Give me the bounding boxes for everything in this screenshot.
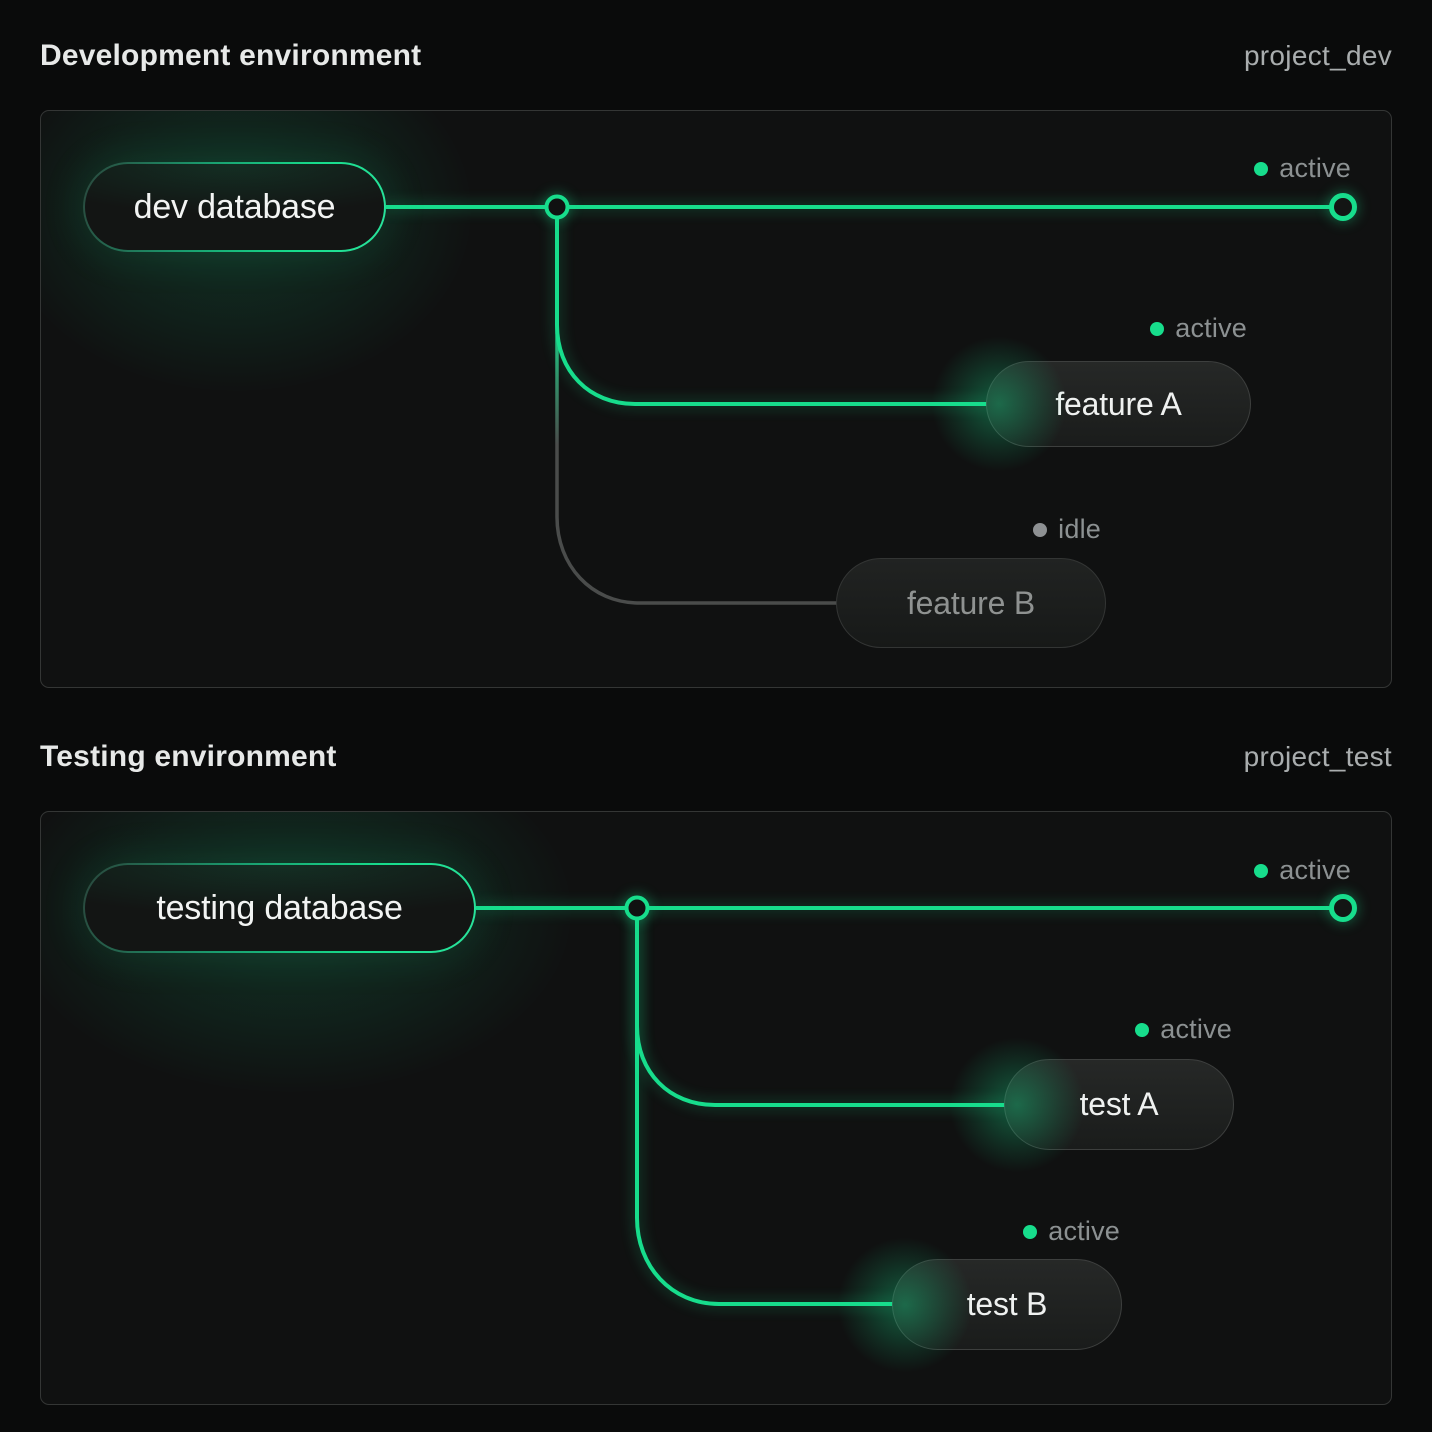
test-branch-tree [476,894,1357,1306]
feature-b-label: feature B [906,584,1036,621]
dev-database-node[interactable]: dev database [83,162,386,252]
status-label: active [1279,855,1351,885]
status-dot-icon [1150,321,1165,336]
main-branch-status-badge: active [1254,153,1351,184]
testing-database-label: testing database [85,865,474,951]
dev-database-label: dev database [85,164,384,250]
test-a-status-badge: active [1135,1014,1232,1045]
test-a-label: test A [1079,1086,1159,1122]
junction-node [624,895,650,921]
status-dot-icon [1033,522,1048,537]
endpoint-node [1329,193,1357,221]
test-b-node[interactable]: test B [892,1259,1122,1350]
junction-node [544,194,570,220]
test-env-panel: testing database test A test B active ac… [40,811,1392,1405]
dev-project-name: project_dev [1243,40,1392,71]
test-b-label: test B [966,1286,1048,1322]
status-dot-icon [1023,1224,1038,1239]
status-label: active [1279,153,1351,183]
status-label: idle [1058,514,1101,544]
status-dot-icon [1135,1022,1150,1037]
feature-a-node[interactable]: feature A [986,361,1251,447]
test-b-status-badge: active [1023,1216,1120,1247]
endpoint-node [1329,894,1357,922]
branch-line-feature-b [555,207,838,605]
test-a-node[interactable]: test A [1004,1059,1234,1150]
test-env-header: Testing environment project_test [40,738,1392,776]
dev-env-panel: dev database feature A feature B active … [40,110,1392,688]
status-label: active [1175,313,1247,343]
testing-database-node[interactable]: testing database [83,863,476,953]
branch-line-test-b [635,908,894,1306]
feature-b-status-badge: idle [1033,514,1101,545]
test-project-name: project_test [1243,741,1392,772]
status-label: active [1048,1216,1120,1246]
main-branch-status-badge: active [1254,855,1351,886]
dev-env-title: Development environment [40,39,422,72]
status-dot-icon [1254,863,1269,878]
feature-a-status-badge: active [1150,313,1247,344]
feature-a-label: feature A [1055,385,1182,422]
branch-line-feature-a [555,207,988,406]
test-env-title: Testing environment [40,740,337,773]
status-label: active [1160,1014,1232,1044]
dev-branch-tree [386,193,1357,605]
status-dot-icon [1254,161,1269,176]
feature-b-node[interactable]: feature B [836,558,1106,648]
dev-env-header: Development environment project_dev [40,37,1392,75]
branch-line-test-a [635,908,1006,1107]
